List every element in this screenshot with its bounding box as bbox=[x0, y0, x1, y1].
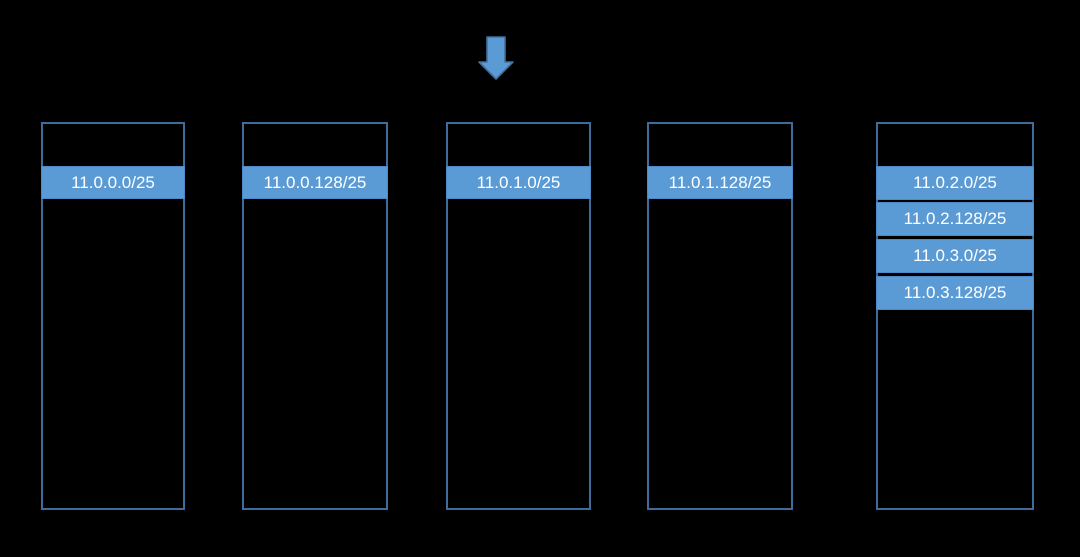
subnet-label: 11.0.2.128/25 bbox=[876, 202, 1034, 236]
address-block-1: 11.0.0.0/25 bbox=[41, 122, 185, 510]
address-block-4: 11.0.1.128/25 bbox=[647, 122, 793, 510]
subnet-label: 11.0.3.128/25 bbox=[876, 276, 1034, 310]
subnet-label: 11.0.1.0/25 bbox=[446, 166, 591, 199]
subnet-label: 11.0.2.0/25 bbox=[876, 166, 1034, 200]
subnet-label: 11.0.0.0/25 bbox=[41, 166, 185, 199]
subnet-label: 11.0.0.128/25 bbox=[242, 166, 388, 199]
address-block-2: 11.0.0.128/25 bbox=[242, 122, 388, 510]
subnet-label: 11.0.1.128/25 bbox=[647, 166, 793, 199]
subnet-label: 11.0.3.0/25 bbox=[876, 239, 1034, 273]
address-block-5: 11.0.2.0/25 11.0.2.128/25 11.0.3.0/25 11… bbox=[876, 122, 1034, 510]
address-block-3: 11.0.1.0/25 bbox=[446, 122, 591, 510]
down-arrow-icon bbox=[478, 36, 514, 80]
